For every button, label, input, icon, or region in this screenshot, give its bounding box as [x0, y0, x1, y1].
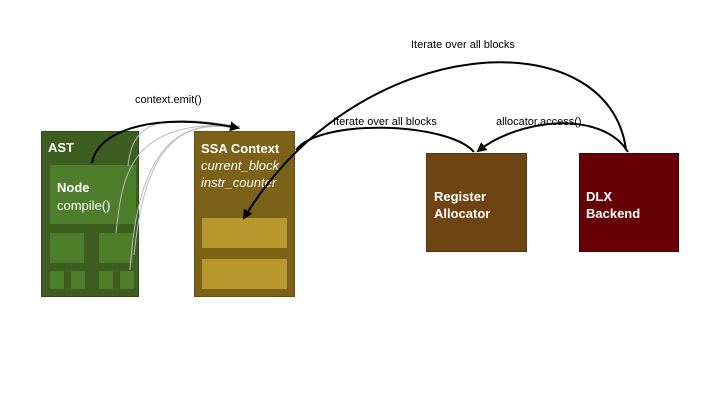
label-iterate-top: Iterate over all blocks [411, 39, 515, 51]
emit-line-3 [129, 125, 241, 271]
access-arrow [476, 122, 629, 153]
emit-line-4 [133, 125, 241, 256]
emit-line-1 [115, 124, 241, 234]
ssa-field-current-block: current_block [201, 158, 280, 173]
dlx-line1: DLX [586, 189, 612, 204]
ast-child-left [50, 233, 84, 263]
iterate-arrow-register [295, 126, 475, 153]
emit-arrow [91, 120, 240, 164]
ast-child-right [99, 233, 133, 263]
ast-leaf-3 [99, 271, 113, 289]
ast-node-method: compile() [57, 198, 111, 213]
label-allocator-access: allocator.access() [496, 116, 582, 128]
ast-leaf-4 [120, 271, 134, 289]
ssa-block-slot-1 [202, 218, 287, 248]
ssa-title: SSA Context [201, 141, 280, 156]
label-context-emit: context.emit() [135, 94, 202, 106]
iterate-arrow-dlx [242, 61, 627, 220]
emit-line-2 [127, 120, 241, 167]
dlx-line2: Backend [586, 206, 641, 221]
ast-leaf-1 [50, 271, 64, 289]
label-iterate-mid: Iterate over all blocks [333, 116, 437, 128]
ast-leaf-2 [71, 271, 85, 289]
ssa-field-instr-counter: instr_counter [201, 175, 277, 190]
register-line2: Allocator [434, 206, 491, 221]
register-line1: Register [434, 189, 487, 204]
ast-node-title: Node [57, 180, 90, 195]
ssa-block-slot-2 [202, 259, 287, 289]
ast-title: AST [48, 140, 74, 155]
register-allocator-block [426, 153, 527, 252]
dlx-backend-block [579, 153, 679, 252]
